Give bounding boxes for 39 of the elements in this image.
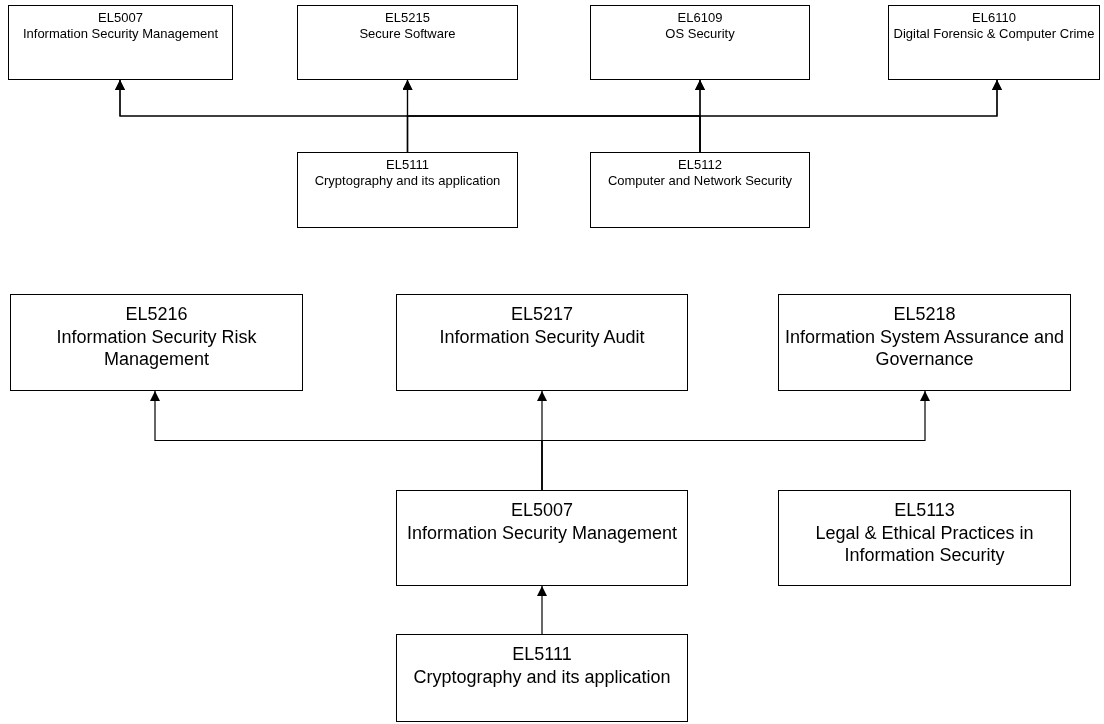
course-title: Information Security Risk Management [55, 325, 258, 371]
arrow [699, 79, 1002, 153]
course-code: EL5215 [384, 10, 431, 27]
course-title: Information Security Management [21, 26, 220, 43]
course-box [396, 294, 688, 391]
course-title: Information Security Management [405, 521, 679, 544]
course-code: EL5113 [893, 499, 956, 522]
course-code: EL5111 [511, 643, 573, 666]
course-code: EL5007 [509, 499, 575, 522]
course-code: EL6109 [676, 10, 724, 27]
course-box [590, 152, 810, 228]
course-title: Legal & Ethical Practices in Information Security [814, 521, 1035, 567]
course-box [778, 490, 1071, 586]
course-title: Digital Forensic & Computer Crime [892, 26, 1096, 43]
course-title: Cryptography and its application [412, 665, 672, 688]
course-code: EL6110 [971, 10, 1017, 27]
arrow [541, 390, 930, 491]
course-title: Computer and Network Security [606, 173, 794, 190]
course-box [778, 294, 1071, 391]
course-code: EL5218 [892, 303, 957, 326]
course-title: OS Security [664, 26, 736, 43]
course-box [396, 490, 688, 586]
course-box [888, 5, 1100, 80]
course-title: Secure Software [358, 26, 457, 43]
course-box [297, 152, 518, 228]
course-code: EL5111 [385, 157, 430, 174]
course-box [297, 5, 518, 80]
course-title: Information System Assurance and Governance [783, 325, 1066, 371]
arrow [537, 585, 547, 635]
course-title: Cryptography and its application [313, 173, 502, 190]
course-code: EL5217 [509, 303, 575, 326]
course-box [590, 5, 810, 80]
course-box [396, 634, 688, 722]
course-box [8, 5, 233, 80]
course-code: EL5216 [124, 303, 189, 326]
course-code: EL5007 [97, 10, 144, 27]
course-box [10, 294, 303, 391]
course-title: Information Security Audit [438, 325, 646, 348]
course-code: EL5112 [677, 157, 723, 174]
